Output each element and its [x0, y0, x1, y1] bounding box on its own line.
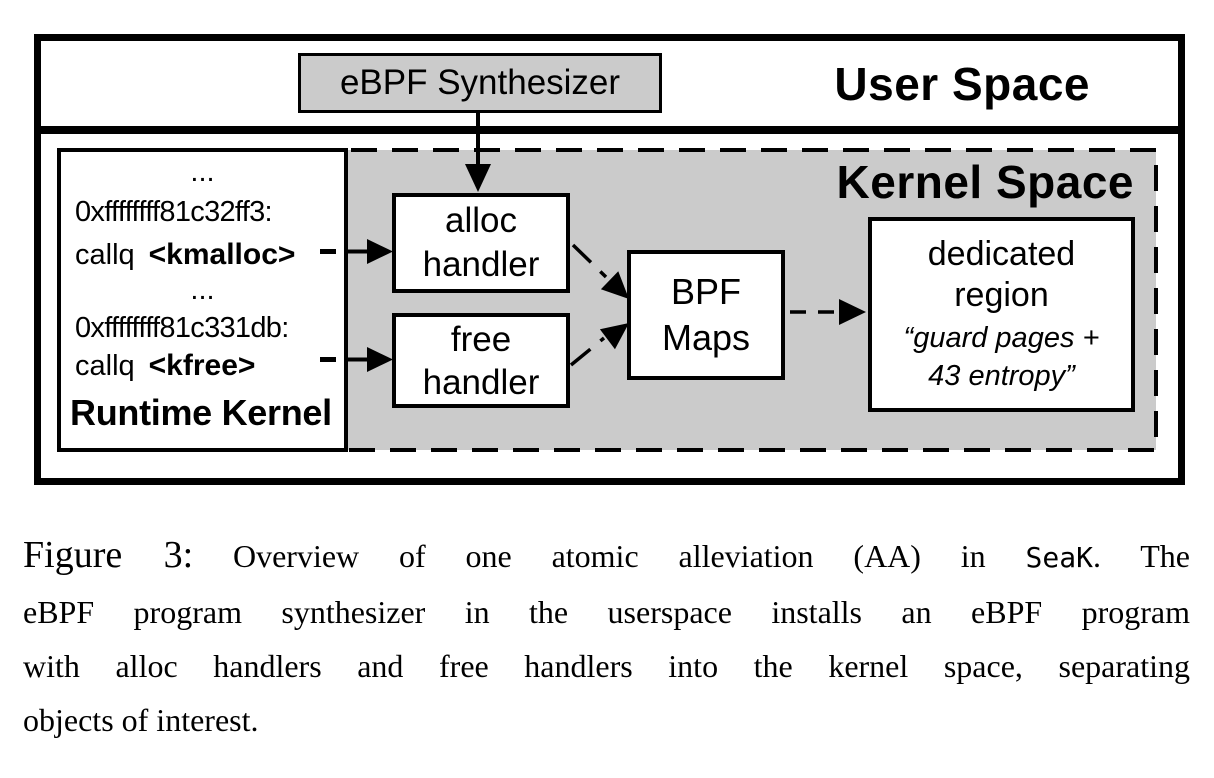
- bpf-maps-label-line2: Maps: [661, 317, 751, 358]
- guard-pages-note-line1: “guard pages +: [903, 322, 1100, 354]
- kernel-space-label: Kernel Space: [836, 156, 1134, 208]
- callq-keyword: callq: [75, 239, 135, 271]
- runtime-ellipsis: ...: [190, 274, 215, 306]
- dedicated-region-label-line2: region: [954, 276, 1049, 314]
- dedicated-region-label-line1: dedicated: [927, 235, 1076, 273]
- kfree-address: 0xffffffff81c331db:: [75, 312, 289, 344]
- seak-name: SeaK: [1025, 541, 1093, 574]
- caption-text: Overview of one atomic alleviation (AA) …: [193, 538, 1026, 574]
- runtime-kernel-title: Runtime Kernel: [70, 392, 332, 433]
- caption-line-2: eBPF program synthesizer in the userspac…: [23, 594, 1190, 630]
- runtime-ellipsis: ...: [190, 156, 215, 188]
- caption-line-1: Figure 3: Overview of one atomic allevia…: [23, 528, 1190, 585]
- free-handler-label-line1: free: [450, 319, 512, 359]
- ebpf-synthesizer-label: eBPF Synthesizer: [339, 63, 621, 102]
- alloc-handler-label-line1: alloc: [445, 201, 517, 240]
- user-space-label: User Space: [834, 58, 1090, 110]
- runtime-kernel-box: ... 0xffffffff81c32ff3: callq <kmalloc> .…: [57, 148, 348, 452]
- callq-keyword: callq: [75, 350, 135, 382]
- caption-text: . The: [1092, 538, 1190, 574]
- caption-line-4: objects of interest.: [23, 702, 259, 738]
- caption-line-3: with alloc handlers and free handlers in…: [23, 648, 1190, 684]
- kmalloc-address: 0xffffffff81c32ff3:: [75, 196, 273, 228]
- bpf-maps-box: BPF Maps: [627, 250, 785, 380]
- caption-figure-label: Figure 3:: [23, 534, 194, 576]
- kfree-symbol: <kfree>: [148, 349, 256, 382]
- guard-pages-note-line2: 43 entropy”: [928, 360, 1075, 392]
- bpf-maps-label-line1: BPF: [670, 271, 741, 312]
- figure-caption: Figure 3: Overview of one atomic allevia…: [23, 528, 1190, 747]
- free-handler-label-line2: handler: [422, 362, 540, 402]
- alloc-handler-box: alloc handler: [392, 193, 570, 293]
- ebpf-synthesizer-box: eBPF Synthesizer: [298, 53, 662, 113]
- dedicated-region-box: dedicated region “guard pages + 43 entro…: [868, 217, 1135, 412]
- kmalloc-symbol: <kmalloc>: [148, 238, 296, 271]
- kmalloc-call-line: callq <kmalloc>: [75, 238, 295, 272]
- user-kernel-divider: [41, 126, 1178, 134]
- alloc-handler-label-line2: handler: [422, 245, 540, 284]
- free-handler-box: free handler: [392, 313, 570, 408]
- kfree-call-line: callq <kfree>: [75, 349, 255, 383]
